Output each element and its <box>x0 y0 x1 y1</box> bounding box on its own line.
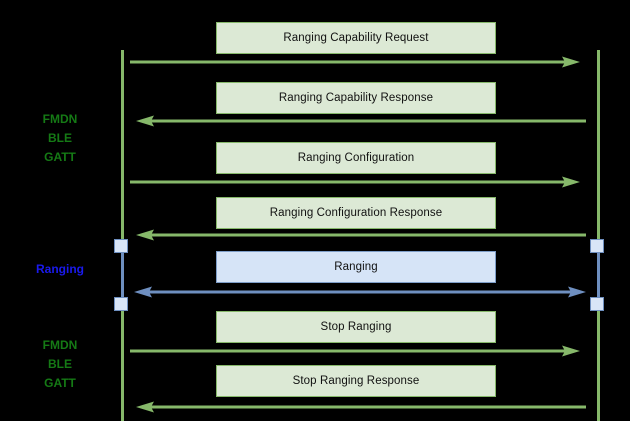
arrow-ranging-configuration <box>130 176 580 188</box>
activation-box-right-start <box>590 239 604 253</box>
message-box-ranging-configuration-response: Ranging Configuration Response <box>216 197 496 229</box>
message-box-ranging-capability-response: Ranging Capability Response <box>216 82 496 114</box>
phase-label-ranging: Ranging <box>36 262 84 276</box>
left-lifeline-segment-bottom <box>121 311 124 421</box>
arrow-ranging-configuration-response <box>136 229 586 241</box>
message-box-ranging-configuration: Ranging Configuration <box>216 142 496 174</box>
message-box-ranging: Ranging <box>216 251 496 283</box>
arrow-ranging-bidirectional <box>134 286 586 298</box>
left-lifeline-segment-ranging <box>121 247 124 299</box>
activation-box-left-end <box>114 297 128 311</box>
right-lifeline-segment-bottom <box>597 311 600 421</box>
right-lifeline-segment-top <box>597 50 600 241</box>
arrow-stop-ranging-response <box>136 401 586 413</box>
right-lifeline-segment-ranging <box>597 247 600 299</box>
activation-box-right-end <box>590 297 604 311</box>
arrow-stop-ranging <box>130 345 580 357</box>
activation-box-left-start <box>114 239 128 253</box>
message-box-stop-ranging: Stop Ranging <box>216 311 496 343</box>
arrow-ranging-capability-response <box>136 115 586 127</box>
protocol-label-bottom: FMDN BLE GATT <box>42 338 78 390</box>
message-box-ranging-capability-request: Ranging Capability Request <box>216 22 496 54</box>
protocol-label-top: FMDN BLE GATT <box>42 112 78 164</box>
message-box-stop-ranging-response: Stop Ranging Response <box>216 365 496 397</box>
left-lifeline-segment-top <box>121 50 124 241</box>
arrow-ranging-capability-request <box>130 56 580 68</box>
